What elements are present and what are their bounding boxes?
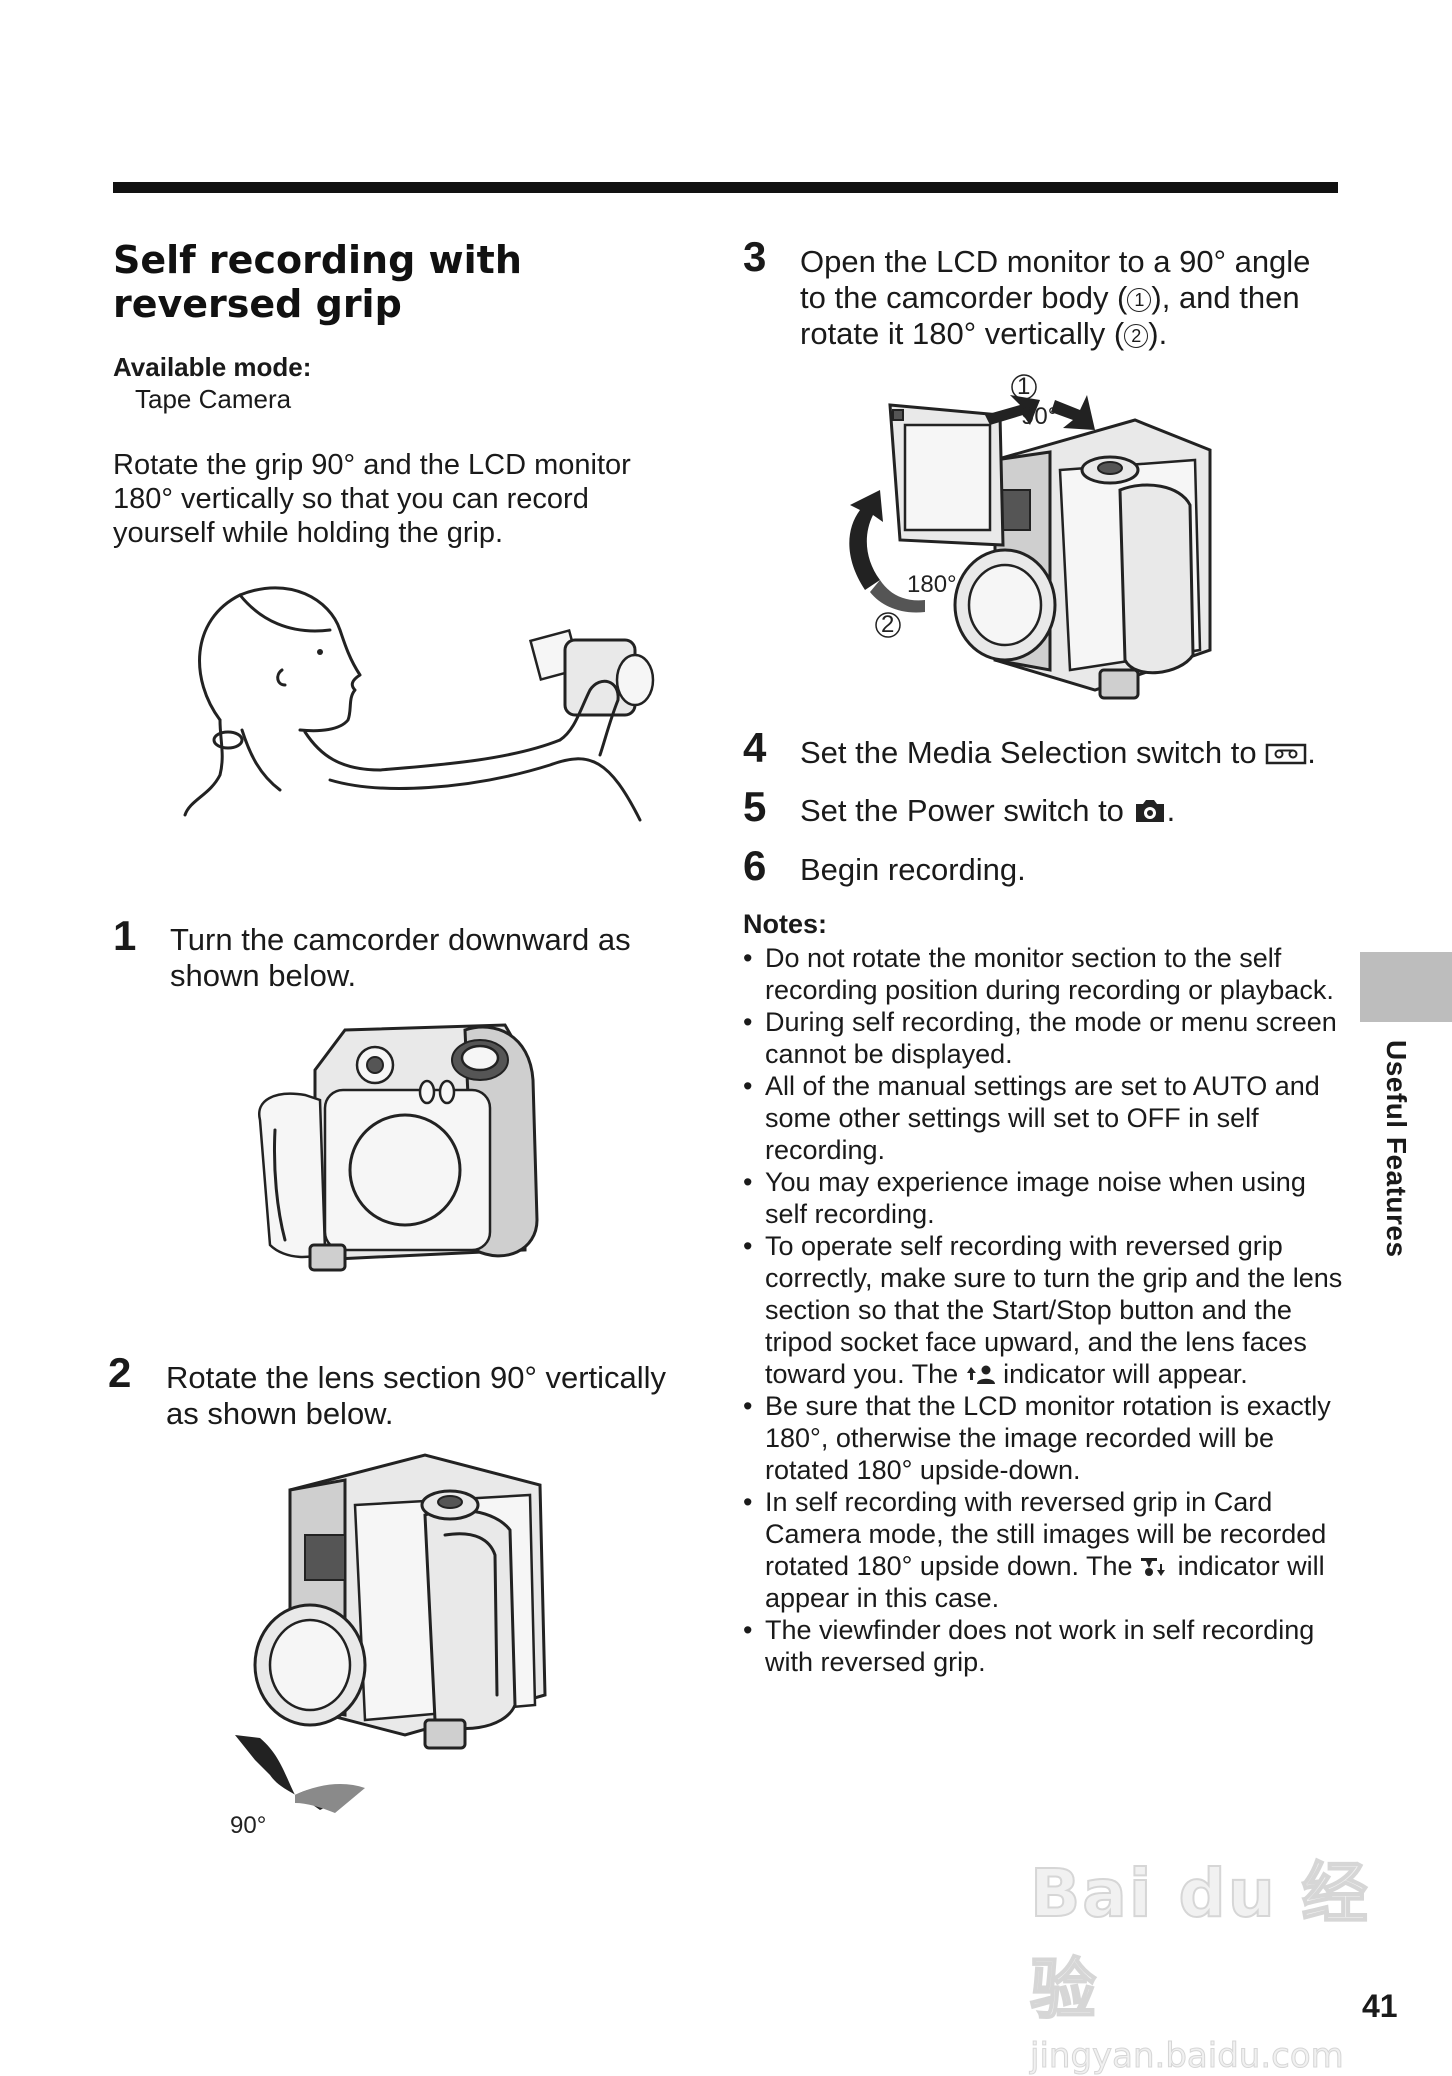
tape-icon: [1266, 743, 1307, 765]
section-tab: [1360, 952, 1452, 1022]
step-3-circle-2-label: 2: [881, 611, 894, 638]
step-6-number: 6: [743, 842, 767, 889]
baidu-watermark: Bai du 经验 jingyan.baidu.com: [1029, 1840, 1370, 2076]
step-4-text: Set the Media Selection switch to .: [800, 735, 1316, 770]
note-item: Do not rotate the monitor section to the…: [743, 942, 1343, 1006]
side-section-label: Useful Features: [1381, 1040, 1412, 1258]
note-item: All of the manual settings are set to AU…: [743, 1070, 1343, 1166]
person-self-recording-illustration: [183, 586, 655, 822]
available-mode-label: Available mode:: [113, 352, 312, 382]
step-3-circle-1-label: 1: [1017, 373, 1030, 400]
step-5-number: 5: [743, 783, 767, 830]
top-rule: [113, 182, 1338, 193]
note-item: To operate self recording with reversed …: [743, 1230, 1343, 1390]
circled-2-icon: 2: [1124, 324, 1149, 348]
step-6-text: Begin recording.: [800, 852, 1026, 887]
watermark-url: jingyan.baidu.com: [1030, 2036, 1345, 2076]
section-title: Self recording with reversed grip: [113, 238, 522, 326]
lcd-rotation-illustration: 1 90° 180° 2: [849, 373, 1212, 700]
note-item: Be sure that the LCD monitor rotation is…: [743, 1390, 1343, 1486]
step-4-number: 4: [743, 724, 767, 771]
step-3-angle-2-label: 180°: [907, 571, 957, 598]
notes-title: Notes:: [743, 909, 828, 939]
step-3-text: Open the LCD monitor to a 90° angle to t…: [800, 244, 1311, 351]
camera-icon: [1135, 800, 1164, 822]
step-5-text: Set the Power switch to .: [800, 793, 1176, 828]
note-item: You may experience image noise when usin…: [743, 1166, 1343, 1230]
step-2-text: Rotate the lens section 90° vertically a…: [166, 1360, 667, 1431]
step-2-number: 2: [108, 1349, 132, 1396]
step-1-text: Turn the camcorder downward as shown bel…: [170, 922, 631, 993]
note-item: During self recording, the mode or menu …: [743, 1006, 1343, 1070]
watermark-logo: Bai du 经验: [1029, 1854, 1370, 2029]
intro-text: Rotate the grip 90° and the LCD monitor …: [113, 449, 631, 549]
available-mode-value: Tape Camera: [135, 384, 292, 414]
step-3-angle-1-label: 90°: [1021, 403, 1057, 430]
step-3-number: 3: [743, 233, 767, 280]
note-item: In self recording with reversed grip in …: [743, 1486, 1343, 1614]
upside-down-indicator-icon: [1141, 1558, 1166, 1576]
step-1-number: 1: [113, 912, 137, 959]
circled-1-icon: 1: [1127, 288, 1152, 312]
note-item: The viewfinder does not work in self rec…: [743, 1614, 1343, 1678]
notes-list: Do not rotate the monitor section to the…: [743, 942, 1343, 1678]
step-2-angle-label: 90°: [230, 1812, 266, 1839]
self-recording-indicator-icon: [966, 1365, 995, 1384]
page-number: 41: [1362, 1988, 1398, 2024]
lens-rotation-illustration: 90°: [230, 1453, 547, 1839]
camcorder-downward-illustration: [257, 1023, 539, 1272]
